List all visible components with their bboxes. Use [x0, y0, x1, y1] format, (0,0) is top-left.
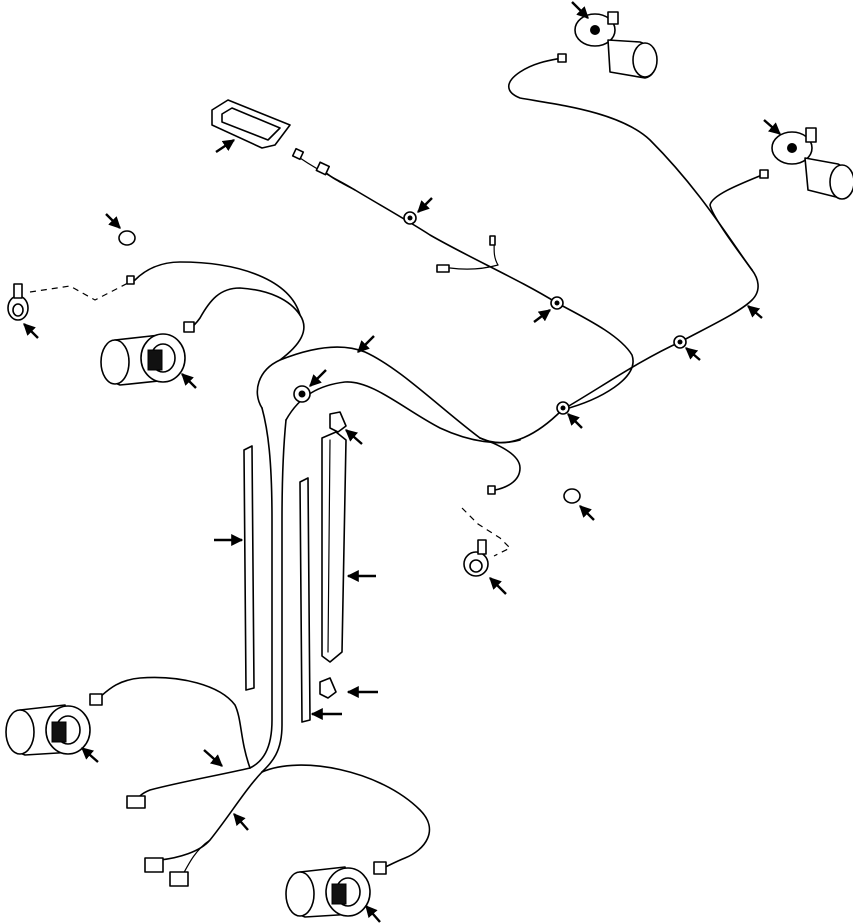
grommet — [403, 211, 417, 225]
trim-strip-center — [299, 477, 311, 723]
callout-arrow — [215, 139, 235, 153]
callout-arrow — [685, 347, 701, 361]
grommet — [293, 385, 311, 403]
wiper-motor-bottom-left — [5, 704, 91, 756]
callout-arrow — [489, 577, 507, 595]
callout-arrow — [105, 213, 121, 229]
callout-arrow — [345, 429, 363, 445]
plugs — [118, 230, 581, 504]
main-harness — [29, 57, 763, 881]
callout-arrow — [309, 369, 327, 387]
harness-clip-upper — [329, 411, 347, 433]
grommet — [673, 335, 687, 349]
callout-arrow — [203, 749, 223, 767]
trim-channel — [321, 431, 347, 663]
washer-nozzle-left — [7, 283, 29, 321]
connectors — [89, 53, 769, 887]
callout-arrow — [357, 335, 375, 353]
callout-arrow — [81, 747, 99, 763]
callout-arrow — [181, 373, 197, 389]
harness-clip-lower — [319, 677, 337, 699]
wiper-motor-left — [100, 333, 186, 386]
callout-arrow — [417, 197, 433, 213]
callout-arrow — [763, 119, 781, 135]
hole-plug — [563, 488, 581, 504]
washer-nozzle-right — [463, 539, 489, 577]
callout-arrows — [23, 1, 781, 923]
grommet — [556, 401, 570, 415]
trim-strip-left — [243, 445, 255, 691]
callout-arrow — [567, 413, 583, 429]
callout-arrow — [365, 905, 381, 923]
callout-arrow — [233, 813, 249, 831]
callout-arrow — [571, 1, 589, 19]
hole-plug — [118, 230, 136, 246]
wiper-motor-top-right — [574, 11, 658, 79]
callout-arrow — [533, 309, 551, 323]
grommets — [293, 211, 687, 415]
callout-arrow — [579, 505, 595, 521]
grommet — [550, 296, 564, 310]
wiper-motor-right — [771, 127, 853, 200]
callout-arrow — [23, 323, 39, 339]
callout-arrow — [747, 305, 763, 319]
wiper-motor-bottom — [285, 866, 371, 918]
dome-lamp — [211, 99, 331, 176]
